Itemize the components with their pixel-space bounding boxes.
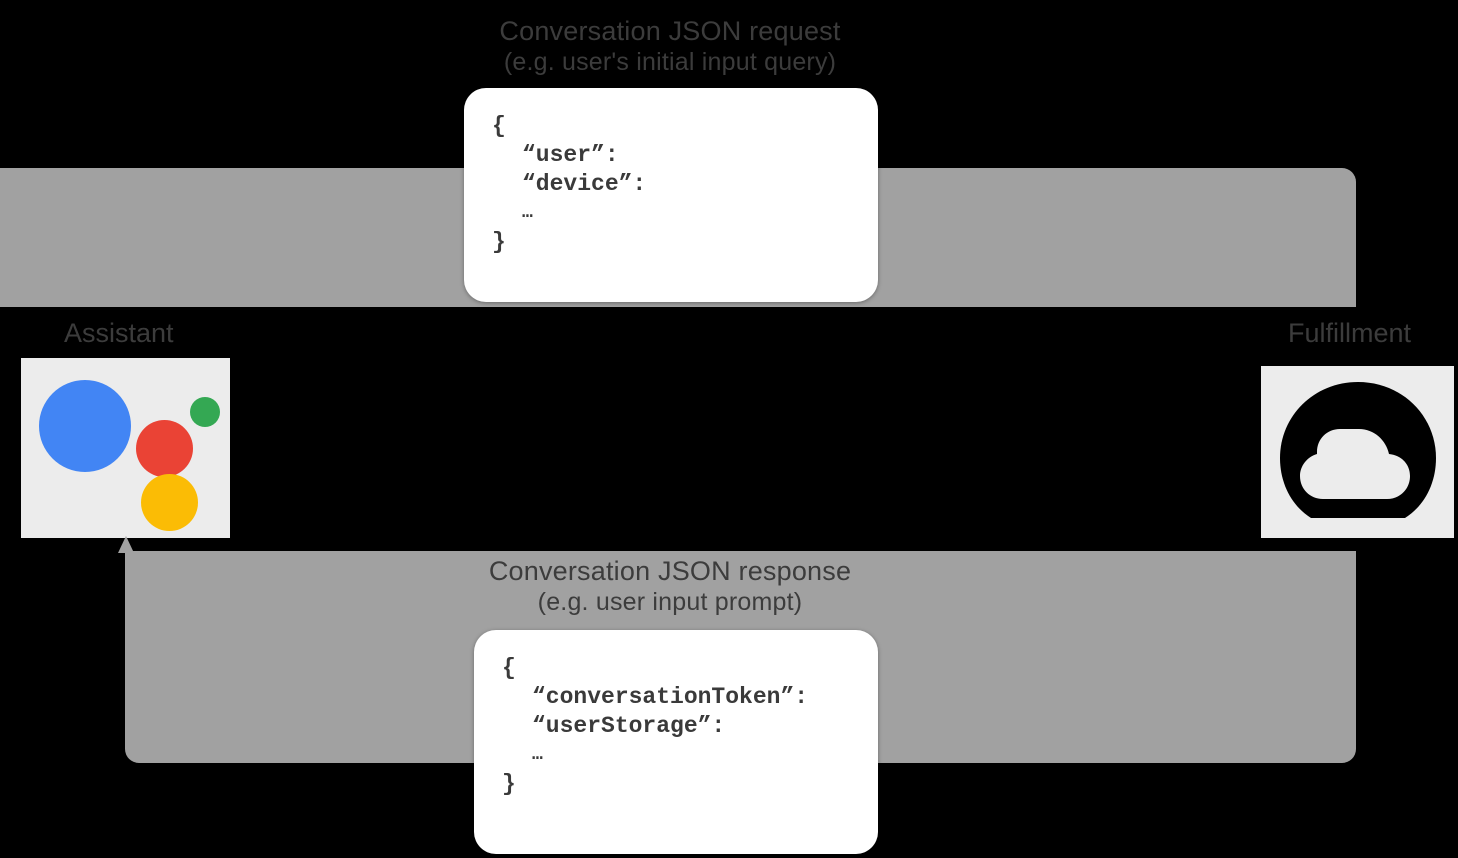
fulfillment-node-label: Fulfillment (1288, 318, 1412, 348)
json-key-device: “device”: (522, 171, 647, 197)
assistant-node-label: Assistant (64, 318, 174, 348)
response-flow-subtitle: (e.g. user input prompt) (537, 588, 803, 616)
assistant-dot-yellow (141, 474, 198, 531)
request-arrowhead-icon (1337, 278, 1356, 307)
json-key-conversation-token: “conversationToken”: (532, 684, 809, 710)
json-key-user: “user”: (522, 142, 619, 168)
request-json-card: { “user”: “device”: … } (464, 88, 878, 302)
assistant-dot-green (190, 397, 220, 427)
google-assistant-icon (21, 358, 230, 538)
json-ellipsis: … (522, 203, 535, 223)
json-key-user-storage: “userStorage”: (532, 713, 726, 739)
json-open-brace: { (502, 655, 516, 681)
cloud-icon (1261, 366, 1454, 538)
json-close-brace: } (502, 771, 516, 797)
json-open-brace: { (492, 113, 506, 139)
request-flow-label: Conversation JSON request (e.g. user's i… (420, 16, 920, 77)
response-arrowhead-icon (118, 536, 134, 553)
json-ellipsis: … (532, 745, 545, 765)
assistant-dot-blue (39, 380, 131, 472)
request-flow-subtitle: (e.g. user's initial input query) (503, 48, 837, 76)
assistant-dot-red (136, 420, 193, 477)
response-flow-label: Conversation JSON response (e.g. user in… (420, 556, 920, 617)
request-flow-title: Conversation JSON request (499, 16, 841, 46)
json-close-brace: } (492, 229, 506, 255)
response-json-card: { “conversationToken”: “userStorage”: … … (474, 630, 878, 854)
response-flow-title: Conversation JSON response (488, 556, 852, 586)
